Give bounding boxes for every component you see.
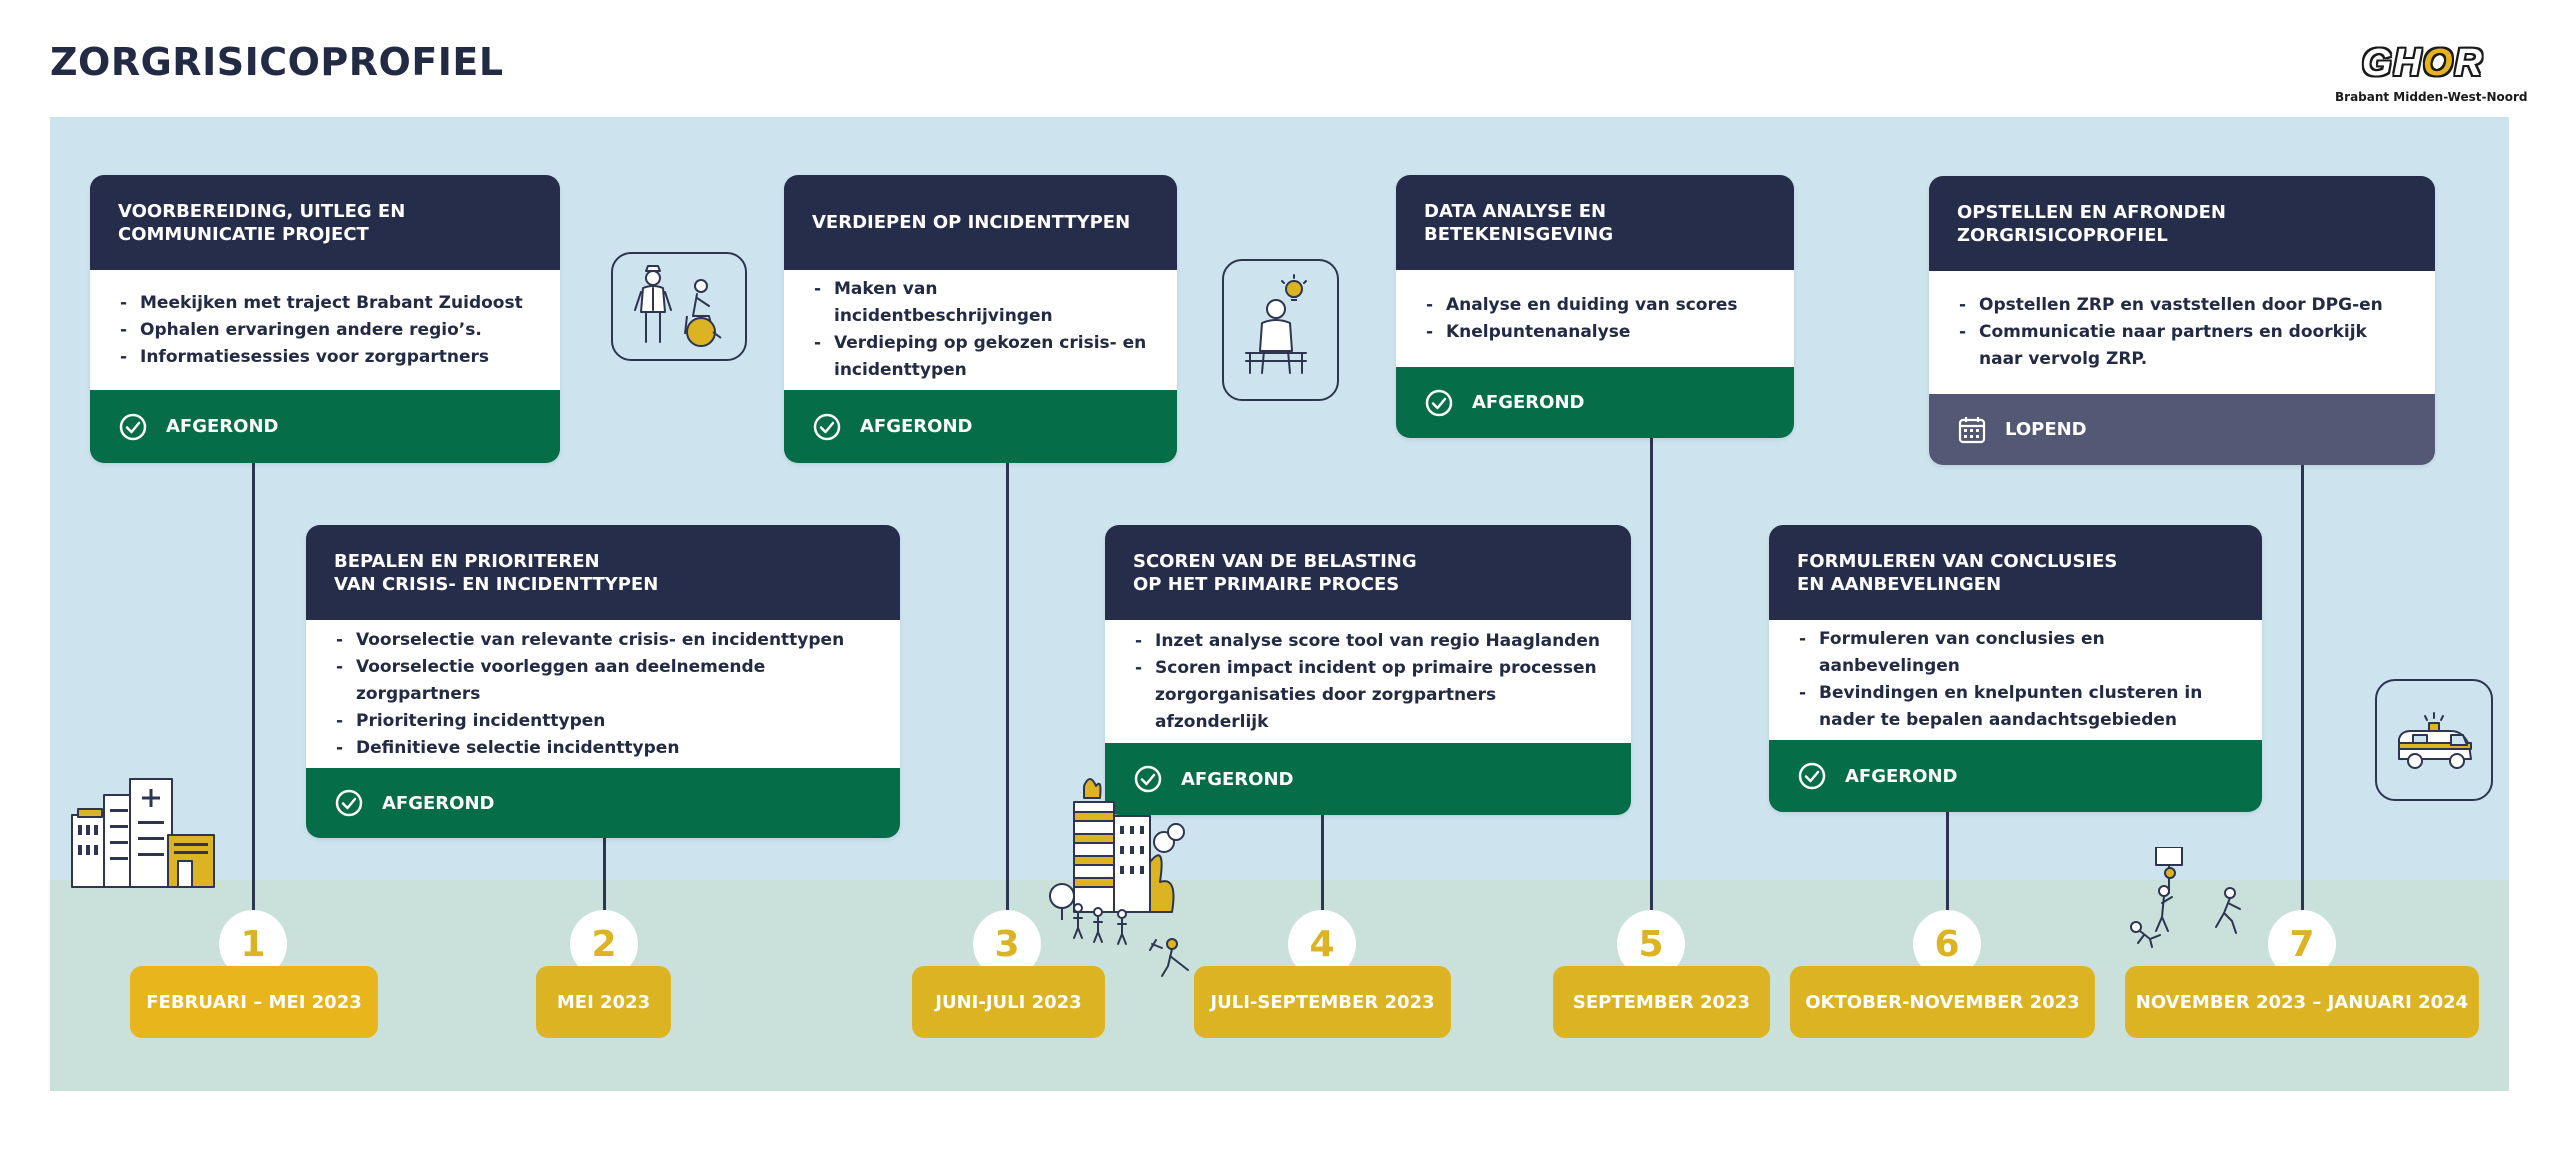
date-pill-2: MEI 2023 — [536, 966, 671, 1038]
status-badge: LOPEND — [1929, 394, 2435, 465]
step-card-title: OPSTELLEN EN AFRONDEN ZORGRISICOPROFIEL — [1929, 176, 2435, 271]
step-card-title: VERDIEPEN OP INCIDENTTYPEN — [784, 175, 1177, 270]
stem-5 — [1650, 437, 1653, 1002]
person-bench-idea-icon — [1245, 274, 1307, 374]
date-pill-7: NOVEMBER 2023 – JANUARI 2024 — [2125, 966, 2479, 1038]
date-pill-6: OKTOBER-NOVEMBER 2023 — [1790, 966, 2095, 1038]
stem-1 — [252, 462, 255, 1002]
ambulance-icon-frame — [2375, 679, 2493, 801]
status-badge: AFGEROND — [1396, 367, 1794, 438]
list-item: Communicatie naar partners en doorkijk n… — [1957, 319, 2407, 373]
check-circle-icon — [119, 413, 147, 440]
check-circle-icon — [1425, 389, 1453, 416]
list-item: Voorselectie van relevante crisis- en in… — [334, 627, 872, 654]
calendar-icon — [1958, 416, 1986, 443]
nurse-wheelchair-icon — [634, 265, 722, 347]
date-pill-3: JUNI-JULI 2023 — [912, 966, 1105, 1038]
list-item: Knelpuntenanalyse — [1424, 319, 1766, 346]
step-card-7: OPSTELLEN EN AFRONDEN ZORGRISICOPROFIEL … — [1929, 176, 2435, 465]
care-workers-icon-frame — [611, 252, 747, 361]
stem-6 — [1946, 811, 1949, 1002]
list-item: Inzet analyse score tool van regio Haagl… — [1133, 628, 1603, 655]
list-item: Meekijken met traject Brabant Zuidoost — [118, 290, 532, 317]
list-item: Definitieve selectie incidenttypen — [334, 735, 872, 762]
page-title: ZORGRISICOPROFIEL — [50, 40, 504, 84]
step-card-body: Formuleren van conclusies en aanbeveling… — [1769, 620, 2262, 740]
ghor-logo: GHOR Brabant Midden-West-Noord — [2335, 40, 2528, 110]
status-badge: AFGEROND — [90, 390, 560, 463]
ambulance-icon — [2398, 712, 2472, 769]
list-item: Bevindingen en knelpunten clusteren in n… — [1797, 680, 2234, 734]
date-pill-5: SEPTEMBER 2023 — [1553, 966, 1770, 1038]
building-fire-illustration — [1049, 778, 1189, 977]
step-card-body: Inzet analyse score tool van regio Haagl… — [1105, 620, 1631, 743]
stem-3 — [1006, 462, 1009, 1002]
check-circle-icon — [1798, 762, 1826, 790]
playground-people-illustration — [2130, 847, 2241, 948]
logo-subtitle: Brabant Midden-West-Noord — [2335, 90, 2528, 104]
check-circle-icon — [1134, 765, 1162, 793]
step-card-title: DATA ANALYSE EN BETEKENISGEVING — [1396, 175, 1794, 270]
list-item: Opstellen ZRP en vaststellen door DPG-en — [1957, 292, 2407, 319]
date-pill-4: JULI-SEPTEMBER 2023 — [1194, 966, 1451, 1038]
check-circle-icon — [813, 413, 841, 440]
step-card-body: Opstellen ZRP en vaststellen door DPG-en… — [1929, 271, 2435, 394]
list-item: Verdieping op gekozen crisis- en inciden… — [812, 330, 1149, 384]
stem-4 — [1321, 814, 1324, 1002]
list-item: Ophalen ervaringen andere regio’s. — [118, 317, 532, 344]
list-item: Analyse en duiding van scores — [1424, 292, 1766, 319]
step-card-5: DATA ANALYSE EN BETEKENISGEVING Analyse … — [1396, 175, 1794, 438]
hospital-buildings-illustration — [71, 778, 215, 888]
status-badge: AFGEROND — [306, 768, 900, 838]
list-item: Maken van incidentbeschrijvingen — [812, 276, 1149, 330]
stem-7 — [2301, 464, 2304, 1002]
step-card-body: Voorselectie van relevante crisis- en in… — [306, 620, 900, 768]
status-badge: AFGEROND — [1105, 743, 1631, 815]
list-item: Informatiesessies voor zorgpartners — [118, 344, 532, 371]
thinking-person-icon-frame — [1222, 259, 1339, 401]
step-card-3: VERDIEPEN OP INCIDENTTYPEN Maken van inc… — [784, 175, 1177, 463]
step-card-body: Analyse en duiding van scores Knelpunten… — [1396, 270, 1794, 367]
check-circle-icon — [335, 789, 363, 817]
list-item: Scoren impact incident op primaire proce… — [1133, 655, 1603, 736]
date-pill-1: FEBRUARI – MEI 2023 — [130, 966, 378, 1038]
status-badge: AFGEROND — [1769, 740, 2262, 812]
list-item: Voorselectie voorleggen aan deelnemende … — [334, 654, 872, 708]
step-card-body: Meekijken met traject Brabant Zuidoost O… — [90, 270, 560, 390]
list-item: Prioritering incidenttypen — [334, 708, 872, 735]
step-card-body: Maken van incidentbeschrijvingen Verdiep… — [784, 270, 1177, 390]
list-item: Formuleren van conclusies en aanbeveling… — [1797, 626, 2234, 680]
status-badge: AFGEROND — [784, 390, 1177, 463]
logo-wordmark: GHOR — [2361, 42, 2484, 84]
